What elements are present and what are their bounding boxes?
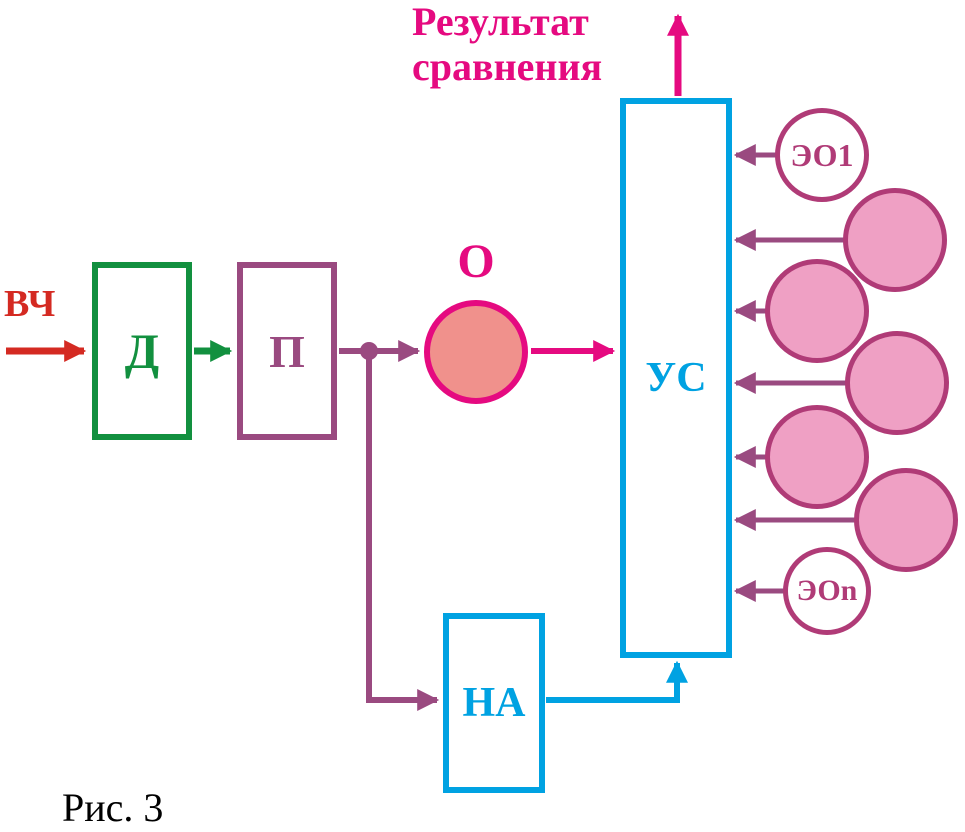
reference-circle-6 <box>854 468 958 572</box>
reference-circle-eo1: ЭО1 <box>775 108 869 202</box>
wire-p-to-na <box>366 351 440 711</box>
reference-circle-2 <box>843 188 947 292</box>
reference-circle-3 <box>765 259 869 363</box>
eo1-label: ЭО1 <box>790 136 854 173</box>
block-na-label: НА <box>462 680 526 726</box>
block-na: НА <box>443 613 545 793</box>
object-label: О <box>457 235 495 288</box>
block-p: П <box>237 262 337 440</box>
figure-caption: Рис. 3 <box>62 785 164 830</box>
vch-input-label: ВЧ <box>4 283 56 325</box>
eon-label: ЭОn <box>796 574 858 607</box>
block-us-label: УС <box>645 355 707 401</box>
object-circle <box>424 300 528 404</box>
block-us: УС <box>620 98 732 658</box>
reference-circle-eon: ЭОn <box>783 547 871 635</box>
result-label: Результат сравнения <box>412 0 603 89</box>
block-d: Д <box>92 262 192 440</box>
block-d-label: Д <box>124 323 160 379</box>
reference-circle-5 <box>765 405 869 509</box>
wire-na-to-us <box>546 660 688 703</box>
reference-circle-4 <box>845 331 949 435</box>
block-p-label: П <box>269 325 305 377</box>
